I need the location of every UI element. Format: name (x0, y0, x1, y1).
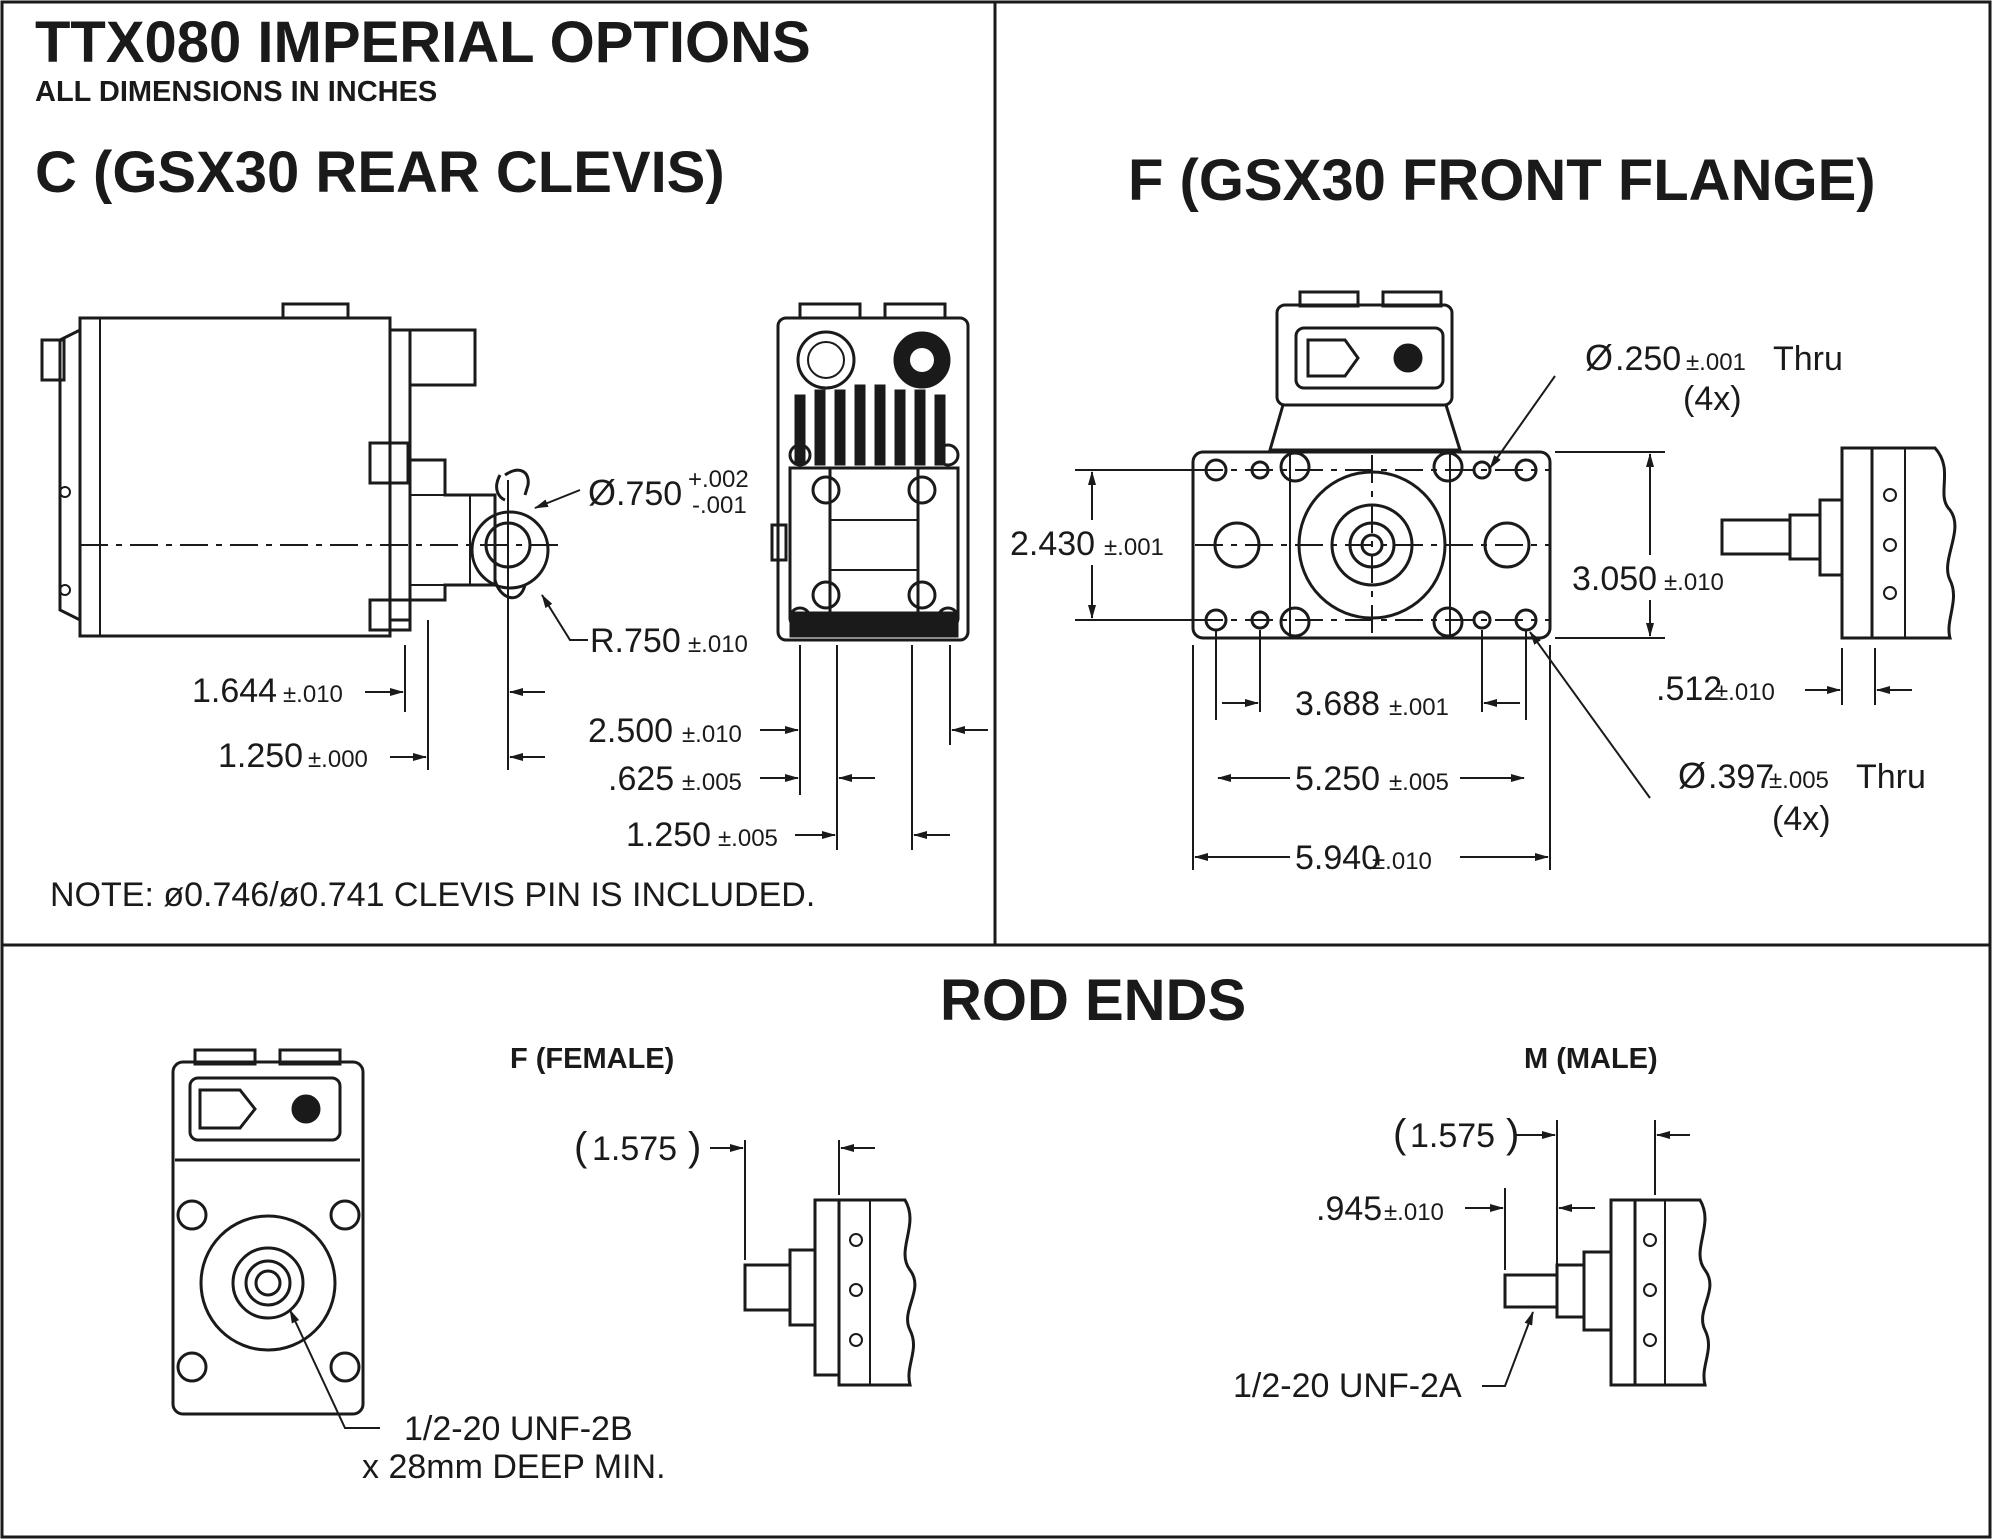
clevis-note: NOTE: ø0.746/ø0.741 CLEVIS PIN IS INCLUD… (50, 876, 815, 914)
clevis-dim-625: .625 (608, 760, 674, 798)
flange-dim-3688-tol: ±.001 (1389, 694, 1449, 721)
flange-title: F (GSX30 FRONT FLANGE) (1128, 148, 1876, 213)
female-thread-line1: 1/2-20 UNF-2B (404, 1410, 633, 1448)
svg-text:(: ( (574, 1125, 588, 1169)
flange-large-hole-thru: Thru (1856, 758, 1926, 796)
flange-small-hole-dia: .250 (1615, 340, 1681, 378)
clevis-dim-625-tol: ±.005 (682, 769, 742, 796)
flange-dim-3050-tol: ±.010 (1664, 569, 1724, 596)
clevis-rear-view (770, 302, 970, 642)
flange-small-hole-tol: ±.001 (1686, 349, 1746, 376)
clevis-dim-lines-left (365, 600, 545, 770)
clevis-pin-dia: .750 (616, 475, 682, 513)
flange-dim-2430: 2.430 (1010, 525, 1095, 563)
svg-text:Ø: Ø (1678, 755, 1706, 796)
sheet-title: TTX080 IMPERIAL OPTIONS (35, 10, 811, 75)
flange-large-hole-count: (4x) (1772, 800, 1831, 838)
svg-text:Ø: Ø (1585, 337, 1613, 378)
flange-dim-512-tol: ±.010 (1715, 679, 1775, 706)
male-thread: 1/2-20 UNF-2A (1233, 1367, 1462, 1405)
clevis-dim-2500-tol: ±.010 (682, 721, 742, 748)
flange-dim-lines (1075, 375, 1665, 870)
svg-text:(: ( (1393, 1112, 1407, 1156)
clevis-dim-lines-right (760, 645, 988, 850)
flange-dim-3688: 3.688 (1295, 685, 1380, 723)
female-dim-1575: 1.575 (592, 1130, 677, 1168)
flange-dim-5940-tol: ±.010 (1372, 848, 1432, 875)
clevis-radius: R.750 (590, 622, 681, 660)
male-rod-end-view (1465, 1120, 1712, 1387)
flange-large-hole-dia: .397 (1708, 758, 1774, 796)
flange-large-hole-tol: ±.005 (1769, 767, 1829, 794)
male-dim-945-tol: ±.010 (1384, 1199, 1444, 1226)
clevis-radius-tol: ±.010 (688, 631, 748, 658)
flange-dim-512: .512 (1656, 670, 1722, 708)
flange-small-hole-count: (4x) (1683, 380, 1742, 418)
svg-text:): ) (688, 1125, 701, 1169)
rod-end-front-view (171, 1048, 365, 1416)
svg-text:Ø: Ø (588, 472, 616, 513)
svg-text:): ) (1506, 1112, 1519, 1156)
rod-ends-title: ROD ENDS (940, 968, 1246, 1033)
flange-small-hole-thru: Thru (1773, 340, 1843, 378)
clevis-title: C (GSX30 REAR CLEVIS) (35, 140, 725, 205)
clevis-pin-tol-minus: -.001 (692, 492, 747, 519)
clevis-dim-1250a-tol: ±.000 (308, 746, 368, 773)
female-thread-line2: x 28mm DEEP MIN. (362, 1448, 666, 1486)
flange-dim-3050: 3.050 (1572, 560, 1657, 598)
flange-dim-2430-tol: ±.001 (1104, 534, 1164, 561)
rod-ends-female-label: F (FEMALE) (510, 1043, 674, 1075)
female-rod-end-view (710, 1140, 917, 1387)
clevis-dim-2500: 2.500 (588, 712, 673, 750)
flange-side-view (1720, 446, 1957, 705)
clevis-dim-1250b-tol: ±.005 (718, 825, 778, 852)
rod-ends-male-label: M (MALE) (1524, 1043, 1658, 1075)
flange-front-view (1191, 290, 1552, 640)
flange-dim-5250: 5.250 (1295, 760, 1380, 798)
male-dim-1575: 1.575 (1410, 1117, 1495, 1155)
male-dim-945: .945 (1316, 1190, 1382, 1228)
clevis-dim-1250b: 1.250 (626, 816, 711, 854)
clevis-pin-tol-plus: +.002 (688, 466, 749, 493)
clevis-dim-1250a: 1.250 (218, 737, 303, 775)
flange-dim-5250-tol: ±.005 (1389, 769, 1449, 796)
flange-dim-5940: 5.940 (1295, 839, 1380, 877)
sheet-subtitle: ALL DIMENSIONS IN INCHES (35, 76, 437, 108)
clevis-dim-1644: 1.644 (192, 672, 277, 710)
clevis-dim-1644-tol: ±.010 (283, 681, 343, 708)
clevis-side-view (40, 302, 560, 638)
